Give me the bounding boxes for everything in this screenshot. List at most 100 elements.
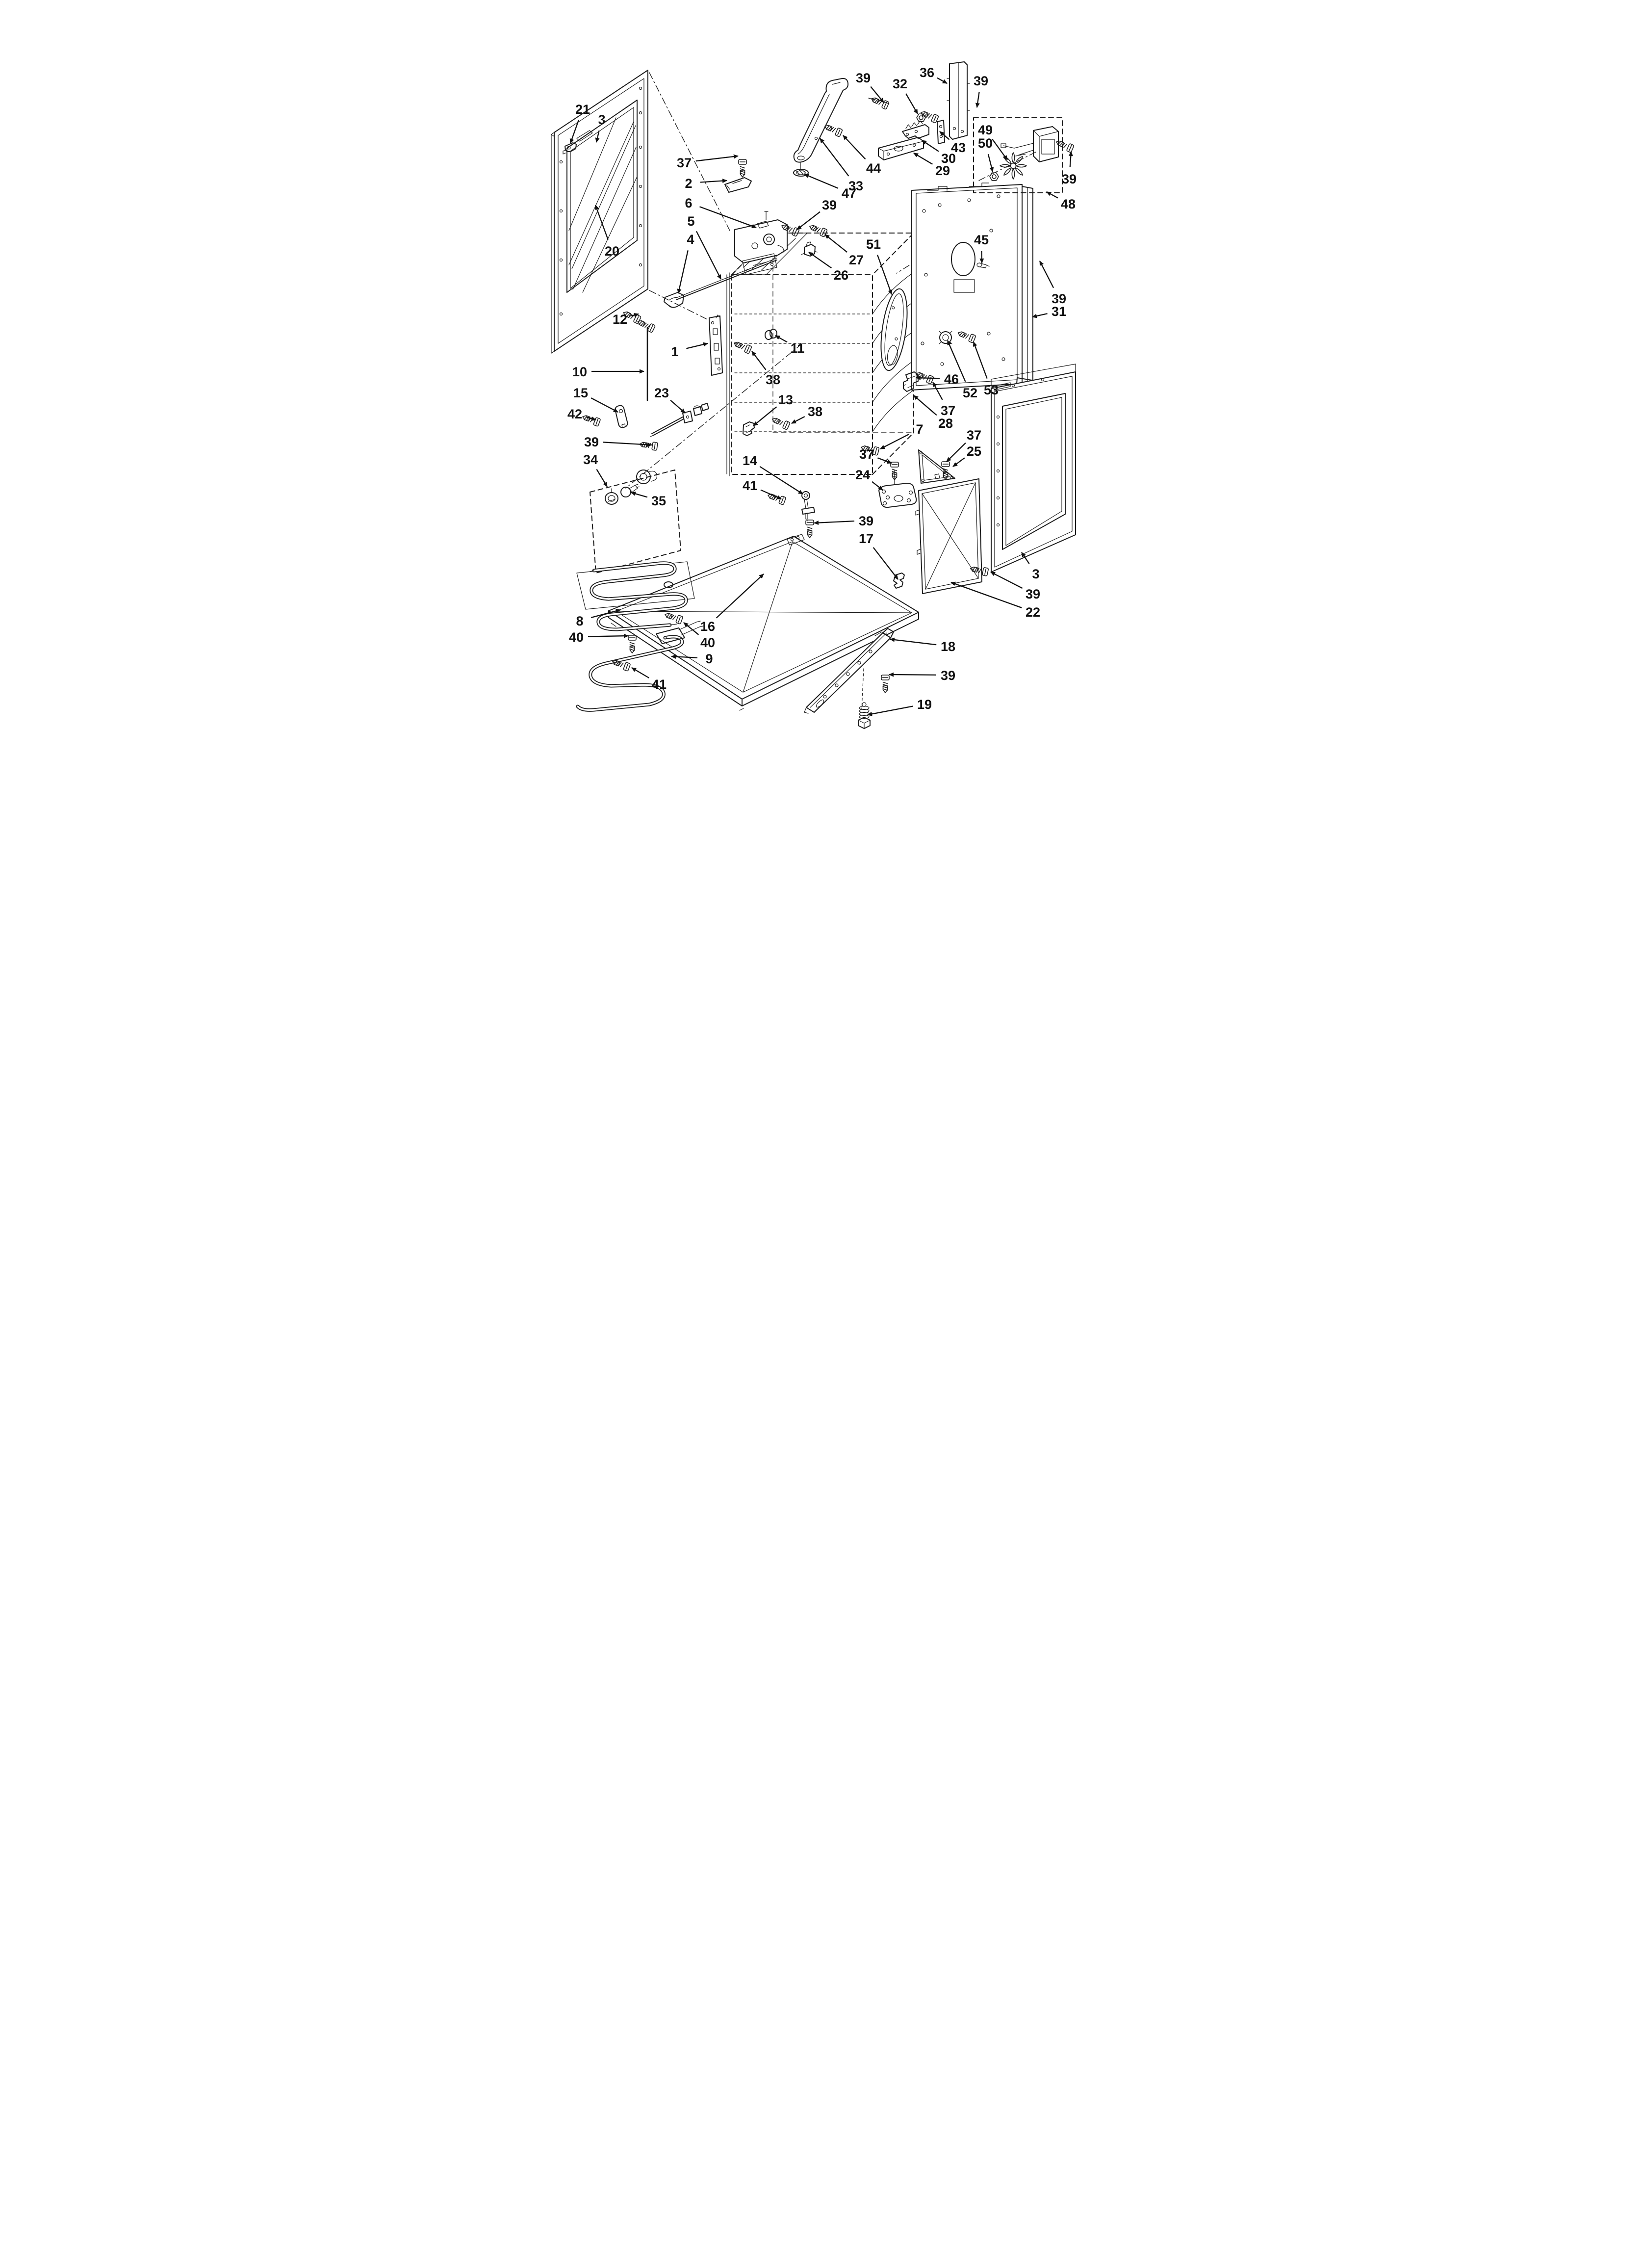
diagram-canvas: 2133726542012393236394433474330294950394… bbox=[551, 61, 1077, 729]
callout-label-52-40: 52 bbox=[963, 386, 977, 400]
part-clip-26 bbox=[801, 241, 818, 257]
part-motor-48 bbox=[1001, 126, 1059, 162]
leader-arrow-37-2 bbox=[695, 154, 739, 162]
leader-arrow-19-67 bbox=[867, 705, 913, 716]
leader-arrow-17-55 bbox=[872, 547, 898, 580]
part-toothed-bracket-30 bbox=[902, 120, 929, 139]
callout-label-39-23: 39 bbox=[822, 198, 837, 212]
callout-label-37-45: 37 bbox=[967, 428, 981, 443]
leader-arrow-16-61 bbox=[716, 574, 764, 619]
screw-12b bbox=[636, 317, 656, 333]
part-door-latch-6 bbox=[734, 211, 788, 275]
callout-label-46-39: 46 bbox=[944, 372, 959, 387]
leader-arrow-38-38 bbox=[791, 416, 805, 424]
leader-arrow-39-54 bbox=[814, 520, 855, 525]
leader-arrow-27-24 bbox=[824, 234, 847, 253]
leader-arrow-52-40 bbox=[947, 340, 966, 382]
leader-arrow-28-43 bbox=[913, 395, 937, 416]
leader-arrow-45-27 bbox=[979, 251, 984, 263]
callout-label-3-56: 3 bbox=[1032, 567, 1039, 581]
leader-arrow-39-47 bbox=[603, 442, 652, 447]
leader-arrow-3-56 bbox=[1021, 552, 1030, 564]
leader-arrow-36-11 bbox=[937, 77, 948, 84]
part-lens-35 bbox=[605, 488, 618, 505]
part-clip-13 bbox=[743, 421, 755, 436]
callout-label-37-52: 37 bbox=[859, 447, 874, 462]
callout-label-10-34: 10 bbox=[572, 365, 587, 379]
callout-label-39-9: 39 bbox=[856, 71, 871, 85]
leader-arrow-22-58 bbox=[950, 581, 1022, 608]
leader-arrow-14-50 bbox=[759, 466, 803, 495]
leader-arrow-39-28 bbox=[1039, 261, 1054, 288]
part-wire-rod-10 bbox=[646, 323, 652, 401]
callout-label-43-16: 43 bbox=[951, 140, 966, 155]
leader-arrow-3-1 bbox=[595, 130, 600, 143]
part-nut-32 bbox=[916, 113, 926, 122]
part-keeper-clip-4 bbox=[664, 292, 684, 308]
screw-37-latch bbox=[738, 159, 747, 178]
leader-arrow-26-25 bbox=[808, 252, 832, 269]
callout-label-39-57: 39 bbox=[1026, 587, 1040, 601]
callout-label-3-1: 3 bbox=[598, 112, 605, 127]
leader-arrow-6-4 bbox=[699, 206, 757, 229]
callout-label-24-53: 24 bbox=[855, 468, 870, 482]
callout-label-41-64: 41 bbox=[652, 677, 667, 692]
callout-label-37-2: 37 bbox=[677, 156, 692, 170]
leader-arrow-35-49 bbox=[631, 492, 648, 498]
part-lamp-socket-34 bbox=[636, 469, 658, 484]
callout-label-48-22: 48 bbox=[1061, 197, 1076, 211]
part-latch-bracket-2 bbox=[724, 159, 752, 193]
screw-39-motor bbox=[1054, 138, 1075, 153]
leader-arrow-41-51 bbox=[760, 489, 782, 500]
leader-arrow-34-48 bbox=[596, 469, 608, 487]
leader-arrow-44-13 bbox=[843, 135, 866, 160]
screw-39-glide bbox=[881, 675, 890, 693]
callout-label-17-55: 17 bbox=[859, 531, 873, 546]
leader-arrow-39-12 bbox=[975, 92, 980, 108]
leader-arrow-39-23 bbox=[796, 211, 821, 230]
leader-arrow-29-18 bbox=[913, 153, 933, 165]
leader-arrow-24-53 bbox=[872, 481, 883, 491]
callout-label-27-24: 27 bbox=[849, 253, 864, 267]
callout-label-32-10: 32 bbox=[893, 77, 907, 91]
leader-arrow-23-37 bbox=[670, 399, 686, 414]
screw-27 bbox=[807, 222, 828, 237]
leader-arrow-33-14 bbox=[820, 138, 849, 177]
callout-label-30-17: 30 bbox=[941, 151, 956, 166]
callout-label-19-67: 19 bbox=[917, 697, 932, 712]
leader-arrow-20-7 bbox=[594, 205, 609, 240]
part-bulb-35 bbox=[620, 484, 640, 497]
callout-label-39-66: 39 bbox=[941, 668, 955, 683]
part-gusset-25 bbox=[918, 449, 955, 484]
callout-label-28-43: 28 bbox=[938, 416, 953, 431]
leader-arrow-2-3 bbox=[700, 179, 727, 183]
detail-box-34 bbox=[590, 469, 681, 574]
callout-label-40-62: 40 bbox=[700, 635, 715, 650]
part-keeper-plate-1 bbox=[709, 314, 723, 376]
leader-arrow-31-29 bbox=[1032, 313, 1048, 318]
screw-38b bbox=[770, 415, 791, 430]
callout-label-39-28: 39 bbox=[1052, 291, 1066, 306]
callout-label-38-32: 38 bbox=[766, 372, 780, 387]
part-bracket-15 bbox=[615, 405, 628, 428]
part-access-panel-22 bbox=[915, 478, 982, 594]
leader-arrow-37-45 bbox=[946, 442, 966, 462]
leader-arrow-42-36 bbox=[586, 416, 596, 421]
part-nut-50 bbox=[989, 172, 999, 181]
leader-arrow-30-17 bbox=[922, 140, 939, 152]
callout-label-18-65: 18 bbox=[941, 639, 955, 654]
leader-arrow-37-52 bbox=[877, 457, 892, 464]
callout-label-39-12: 39 bbox=[974, 74, 988, 88]
callout-label-44-13: 44 bbox=[866, 161, 881, 176]
part-rear-panel bbox=[911, 182, 1035, 393]
callout-label-2-3: 2 bbox=[685, 176, 692, 191]
screw-40a bbox=[628, 635, 637, 653]
callout-label-39-54: 39 bbox=[859, 514, 873, 528]
part-fan-49 bbox=[1000, 153, 1026, 179]
leader-arrow-37-42 bbox=[932, 382, 943, 400]
callout-label-41-51: 41 bbox=[743, 478, 757, 493]
callout-label-4-6: 4 bbox=[687, 232, 694, 247]
leader-arrow-39-21 bbox=[1068, 151, 1073, 167]
part-bracket-cluster-top bbox=[869, 61, 970, 160]
part-bracket-24 bbox=[878, 469, 917, 508]
